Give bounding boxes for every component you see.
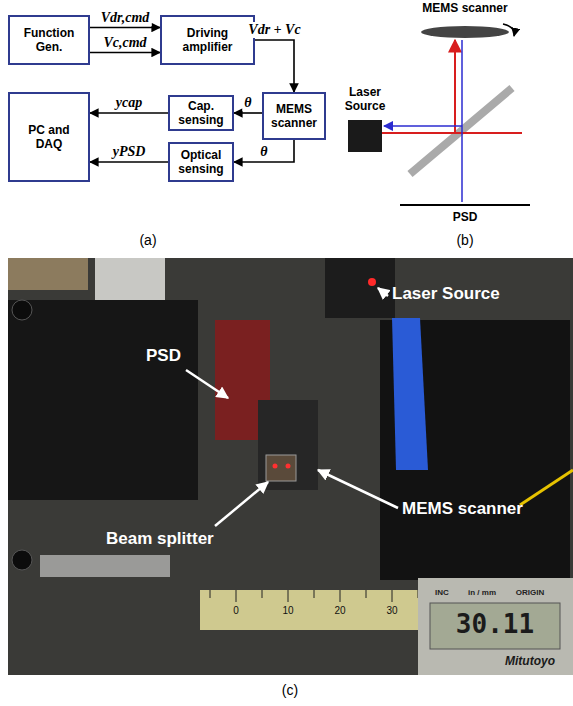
laser-beam	[454, 40, 456, 133]
part-name: Laser Source	[335, 86, 395, 114]
signal-arrow	[90, 112, 168, 114]
signal-arrow	[234, 140, 294, 162]
leader-line	[186, 370, 228, 398]
signal-arrow	[234, 112, 262, 114]
photo-ground	[8, 258, 573, 675]
beam-spot	[286, 464, 291, 469]
photo-callout: MEMS scanner	[402, 499, 523, 519]
signal-label: Vc,cmd	[101, 35, 148, 51]
ruler-number: 10	[282, 605, 293, 617]
ruler-number: 20	[334, 605, 345, 617]
caliper-marking: ORIGIN	[516, 588, 544, 597]
breadboard	[8, 258, 88, 290]
reflected-beam	[384, 125, 462, 127]
process-box: Function Gen.	[8, 15, 90, 65]
signal-arrow	[90, 161, 168, 163]
caliper-marking: INC	[435, 588, 449, 597]
process-box: Driving amplifier	[160, 15, 255, 65]
laser-block	[348, 120, 382, 152]
rotation-arrow	[503, 24, 514, 36]
ruler-ticks	[210, 590, 418, 602]
panel-caption: (c)	[282, 682, 298, 698]
brand-name: Mitutoyo	[505, 655, 555, 669]
laser-housing	[325, 258, 395, 318]
box-label: Cap. sensing	[174, 99, 228, 128]
laser-spot	[368, 278, 376, 286]
signal-label: θ	[242, 95, 253, 111]
leader-line	[318, 470, 398, 508]
signal-label: yPSD	[111, 144, 148, 160]
process-box: Optical sensing	[168, 142, 234, 182]
knob	[12, 300, 32, 320]
psd-detector	[400, 204, 530, 206]
blue-mount	[392, 318, 428, 470]
photo-callout: Laser Source	[392, 284, 500, 304]
caliper-marking: in / mm	[468, 588, 496, 597]
ruler	[200, 590, 420, 630]
caliper-display	[430, 603, 560, 649]
box-label: Function Gen.	[14, 26, 84, 55]
signal-arrow	[90, 52, 160, 54]
reflected-beam	[461, 40, 463, 202]
box-label: Optical sensing	[174, 148, 228, 177]
fiber	[520, 470, 573, 505]
beam-splitter	[410, 88, 512, 174]
stage-mount	[8, 300, 198, 500]
process-box: MEMS scanner	[262, 92, 326, 140]
holder	[258, 400, 318, 490]
signal-arrow	[90, 27, 160, 29]
caliper-reading: 30.11	[456, 610, 534, 640]
beam-splitter-cube	[266, 455, 296, 481]
process-box: PC and DAQ	[8, 92, 90, 182]
panel-caption: (b)	[456, 232, 473, 248]
laser-beam	[382, 132, 522, 134]
signal-label: θ	[258, 144, 269, 160]
mems-mirror	[421, 26, 509, 38]
signal-label: Vdr,cmd	[99, 10, 152, 26]
part-name: MEMS scanner	[422, 2, 507, 16]
leader-line	[378, 288, 388, 296]
setup-photo	[8, 258, 573, 675]
signal-label: ycap	[114, 95, 144, 111]
knob	[12, 550, 32, 570]
box-label: MEMS scanner	[268, 102, 320, 131]
optical-schematic	[348, 24, 530, 205]
panel-caption: (a)	[139, 232, 156, 248]
box-label: Driving amplifier	[166, 26, 249, 55]
box-label: PC and DAQ	[14, 123, 84, 152]
part-name: PSD	[453, 211, 478, 225]
caliper	[418, 578, 573, 675]
ruler-number: 30	[386, 605, 397, 617]
photo-callout: Beam splitter	[106, 529, 214, 549]
signal-label: Vdr + Vc	[246, 22, 302, 38]
ruler-number: 0	[233, 605, 239, 617]
leader-line	[215, 482, 268, 526]
beam-spot	[273, 464, 278, 469]
signal-arrow	[255, 40, 294, 92]
process-box: Cap. sensing	[168, 95, 234, 131]
bracket	[40, 555, 170, 577]
photo-callout: PSD	[146, 346, 181, 366]
